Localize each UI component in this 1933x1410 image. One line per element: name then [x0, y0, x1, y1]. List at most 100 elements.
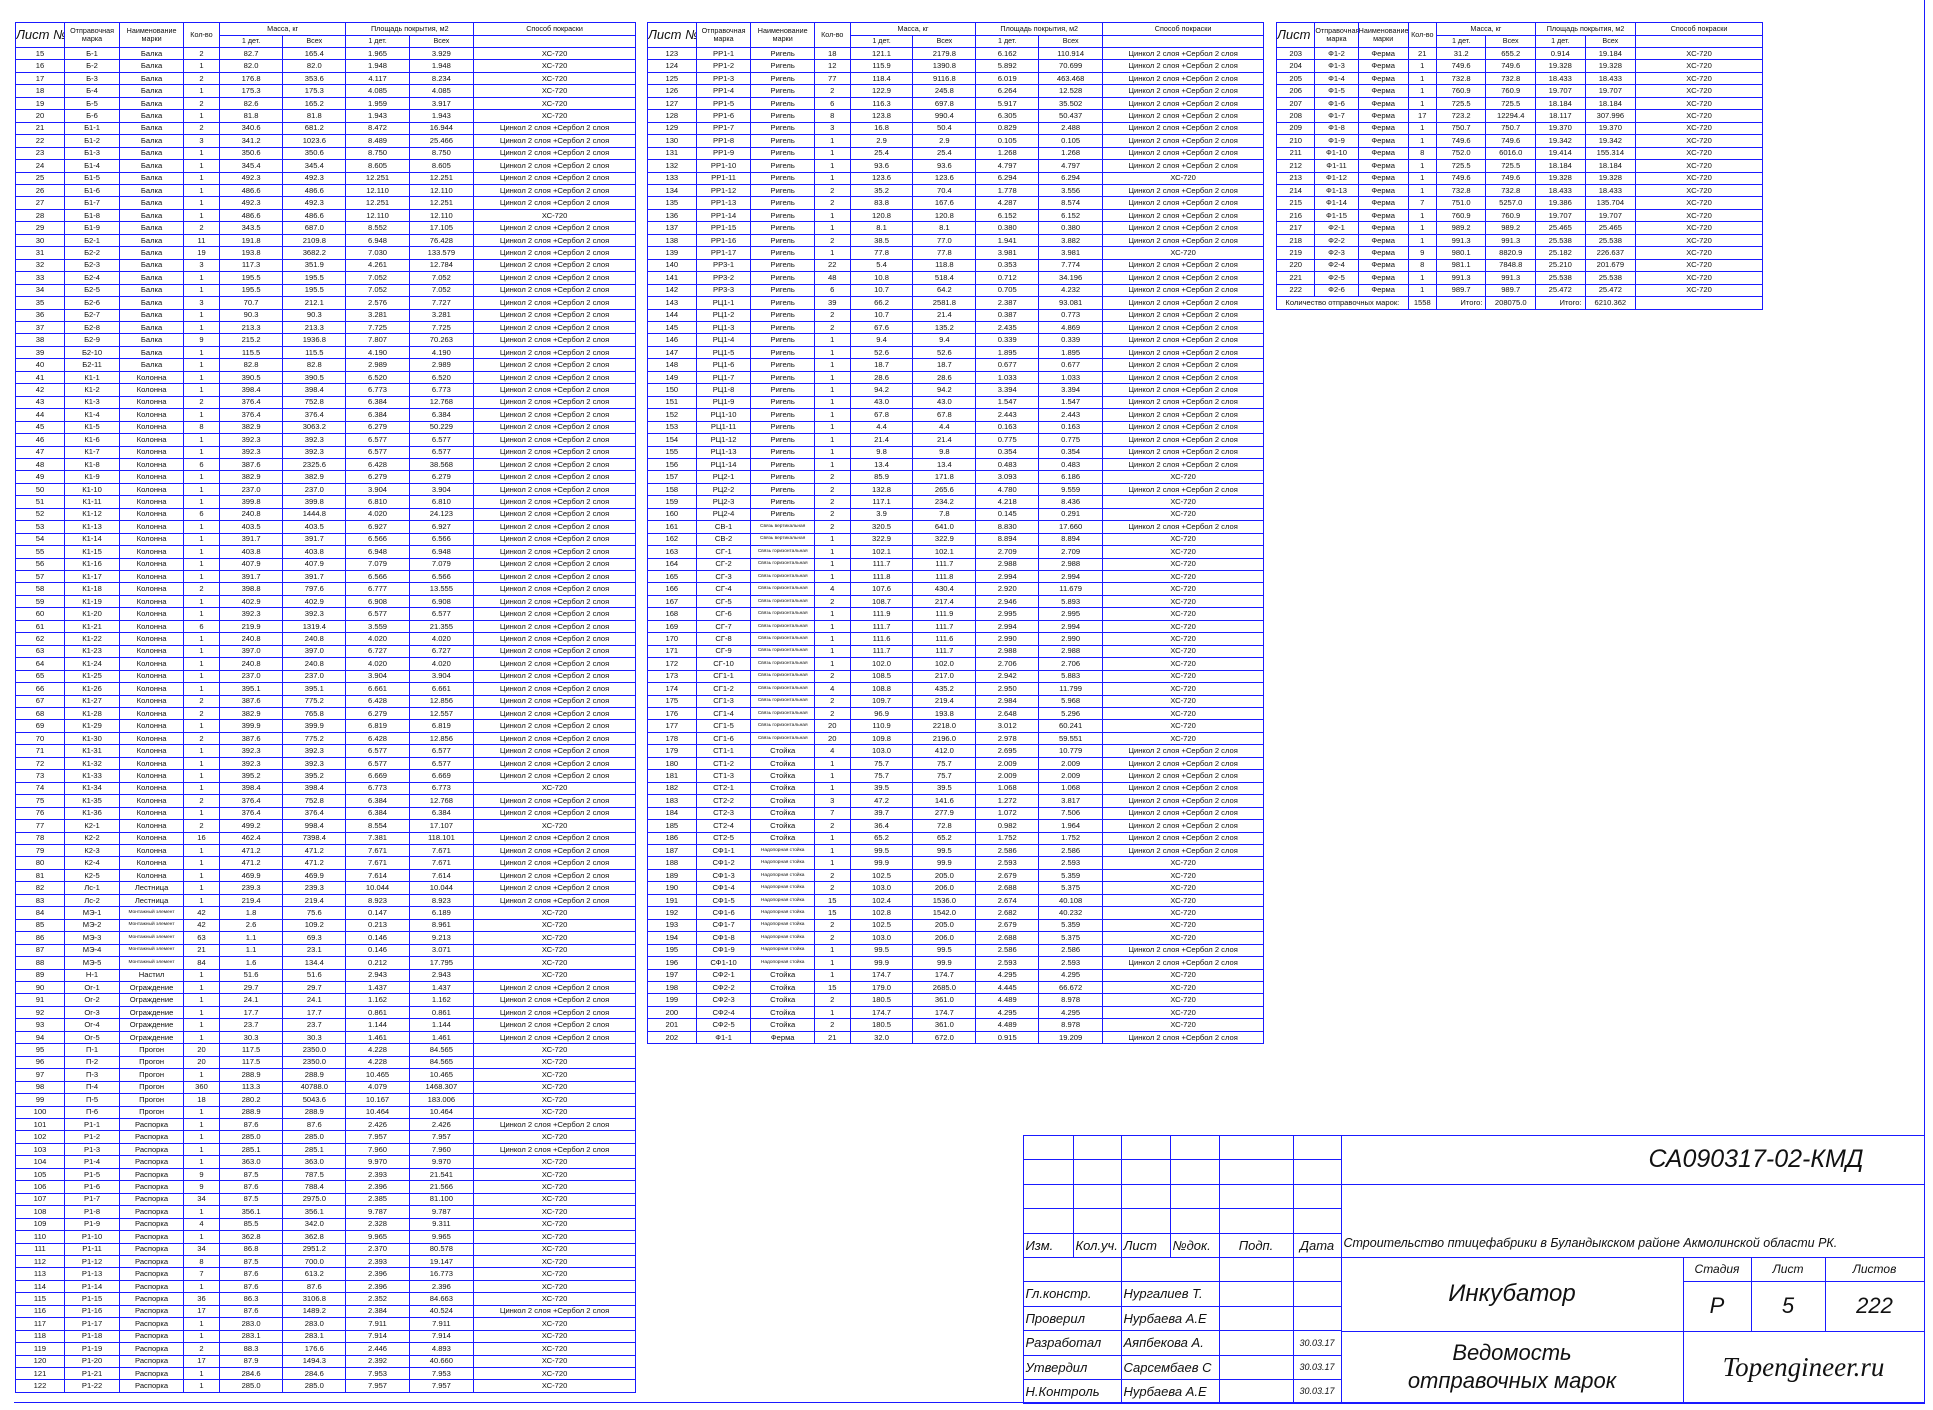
- sheet-value: 5: [1750, 1280, 1826, 1332]
- cell-mass-one: 469.9: [218, 868, 284, 883]
- cell-mark-name: Надопорная стойка: [750, 893, 815, 908]
- cell-mark-name: Ригель: [750, 507, 815, 522]
- cell-sheet-no: 177: [647, 719, 697, 733]
- cell-quantity: 1: [183, 1329, 220, 1344]
- cell-mass-all: 1319.4: [282, 619, 347, 634]
- cell-area-all: 1.752: [1038, 831, 1104, 846]
- cell-quantity: 2: [813, 819, 851, 833]
- cell-paint-method: Цинкол 2 слоя +Сербол 2 слоя: [1102, 408, 1264, 422]
- cell-mass-one: 392.3: [218, 433, 284, 447]
- cell-quantity: 1: [183, 744, 220, 758]
- cell-sheet-no: 57: [15, 570, 65, 584]
- cell-mark-name: Стойка: [750, 980, 815, 995]
- cell-area-all: 9.213: [408, 931, 475, 945]
- cell-mass-one: 989.2: [1435, 221, 1487, 235]
- cell-area-all: 50.229: [408, 420, 475, 435]
- cell-paint-method: Цинкол 2 слоя +Сербол 2 слоя: [473, 706, 636, 721]
- cell-area-all: 3.981: [1038, 246, 1104, 260]
- cell-quantity: 15: [813, 906, 851, 920]
- cell-mass-one: 31.2: [1435, 46, 1487, 61]
- header-mass-one: 1 дет.: [1435, 34, 1487, 48]
- cell-area-all: 5.375: [1038, 881, 1104, 895]
- cell-quantity: 2: [813, 706, 851, 721]
- cell-mass-all: 361.0: [912, 993, 977, 1007]
- cell-area-all: 11.679: [1038, 582, 1104, 596]
- cell-mass-one: 760.9: [1435, 84, 1487, 98]
- header-paint: Способ покраски: [473, 22, 636, 36]
- cell-mark: Б1-1: [63, 121, 121, 136]
- cell-area-all: 50.437: [1038, 109, 1104, 123]
- cell-paint-method: Цинкол 2 слоя +Сербол 2 слоя: [1102, 445, 1264, 459]
- label-date: Дата: [1292, 1232, 1342, 1258]
- cell-paint-method: ХС-720: [473, 59, 636, 73]
- cell-mass-one: 376.4: [218, 408, 284, 422]
- cell-area-all: 6.384: [408, 408, 475, 422]
- cell-mark: СТ1-1: [695, 744, 752, 758]
- cell-mass-all: 217.4: [912, 594, 977, 609]
- cell-mass-all: 2325.6: [282, 457, 347, 472]
- cell-quantity: 1: [813, 657, 851, 671]
- cell-mass-all: 351.9: [282, 258, 347, 273]
- cell-area-one: 0.861: [345, 1005, 410, 1020]
- cell-paint-method: ХС-720: [1102, 545, 1264, 559]
- cell-area-one: 1.072: [975, 806, 1040, 821]
- cell-area-one: 0.380: [975, 221, 1040, 235]
- cell-paint-method: ХС-720: [1102, 682, 1264, 696]
- cell-mark: СТ2-2: [695, 794, 752, 808]
- cell-area-one: 10.464: [345, 1105, 410, 1119]
- cell-paint-method: ХС-720: [1635, 121, 1763, 136]
- cell-mass-all: 111.9: [912, 607, 977, 621]
- cell-quantity: 9: [183, 1180, 220, 1194]
- cell-sheet-no: 48: [15, 457, 65, 472]
- cell-quantity: 1: [183, 383, 220, 397]
- cell-mark: Ф2-3: [1314, 246, 1359, 260]
- cell-area-one: 2.393: [345, 1167, 410, 1182]
- cell-paint-method: ХС-720: [1102, 893, 1264, 908]
- cell-area-all: 9.970: [408, 1155, 475, 1169]
- cell-mark-name: Монтажный элемент: [119, 931, 184, 945]
- cell-mark-name: Распорка: [119, 1217, 184, 1232]
- cell-mark: СФ2-5: [695, 1018, 752, 1032]
- cell-mass-one: 10.7: [849, 308, 914, 322]
- cell-area-one: 8.552: [345, 221, 410, 235]
- cell-mass-all: 75.7: [912, 769, 977, 783]
- cell-area-one: 6.294: [975, 171, 1040, 186]
- cell-paint-method: ХС-720: [1102, 570, 1264, 584]
- cell-area-one: 1.895: [975, 345, 1040, 360]
- cell-area-all: 6.186: [1038, 470, 1104, 484]
- cell-paint-method: ХС-720: [473, 96, 636, 111]
- cell-sheet-no: 205: [1275, 71, 1316, 86]
- cell-mass-one: 471.2: [218, 843, 284, 858]
- cell-quantity: 1: [183, 1105, 220, 1119]
- cell-quantity: 1: [183, 806, 220, 821]
- cell-area-one: 2.435: [975, 320, 1040, 335]
- cell-mark-name: Колонна: [119, 682, 184, 696]
- cell-mark-name: Балка: [119, 233, 184, 248]
- cell-mark: П-2: [63, 1055, 121, 1070]
- cell-area-all: 8.574: [1038, 196, 1104, 210]
- cell-mass-all: 361.0: [912, 1018, 977, 1032]
- cell-mark-name: Стойка: [750, 794, 815, 808]
- cell-sheet-no: 136: [647, 208, 697, 223]
- cell-mass-one: 1.1: [218, 931, 284, 945]
- cell-sheet-no: 81: [15, 868, 65, 883]
- cell-paint-method: ХС-720: [473, 1043, 636, 1057]
- cell-mark: К1-20: [63, 607, 121, 621]
- cell-paint-method: Цинкол 2 слоя +Сербол 2 слоя: [473, 594, 636, 609]
- cell-area-all: 0.380: [1038, 221, 1104, 235]
- cell-area-one: 0.354: [975, 445, 1040, 459]
- cell-mass-one: 96.9: [849, 706, 914, 721]
- cell-mass-all: 29.7: [282, 980, 347, 995]
- cell-mark-name: Ферма: [750, 1030, 815, 1045]
- cell-paint-method: Цинкол 2 слоя +Сербол 2 слоя: [473, 669, 636, 684]
- cell-sheet-no: 144: [647, 308, 697, 322]
